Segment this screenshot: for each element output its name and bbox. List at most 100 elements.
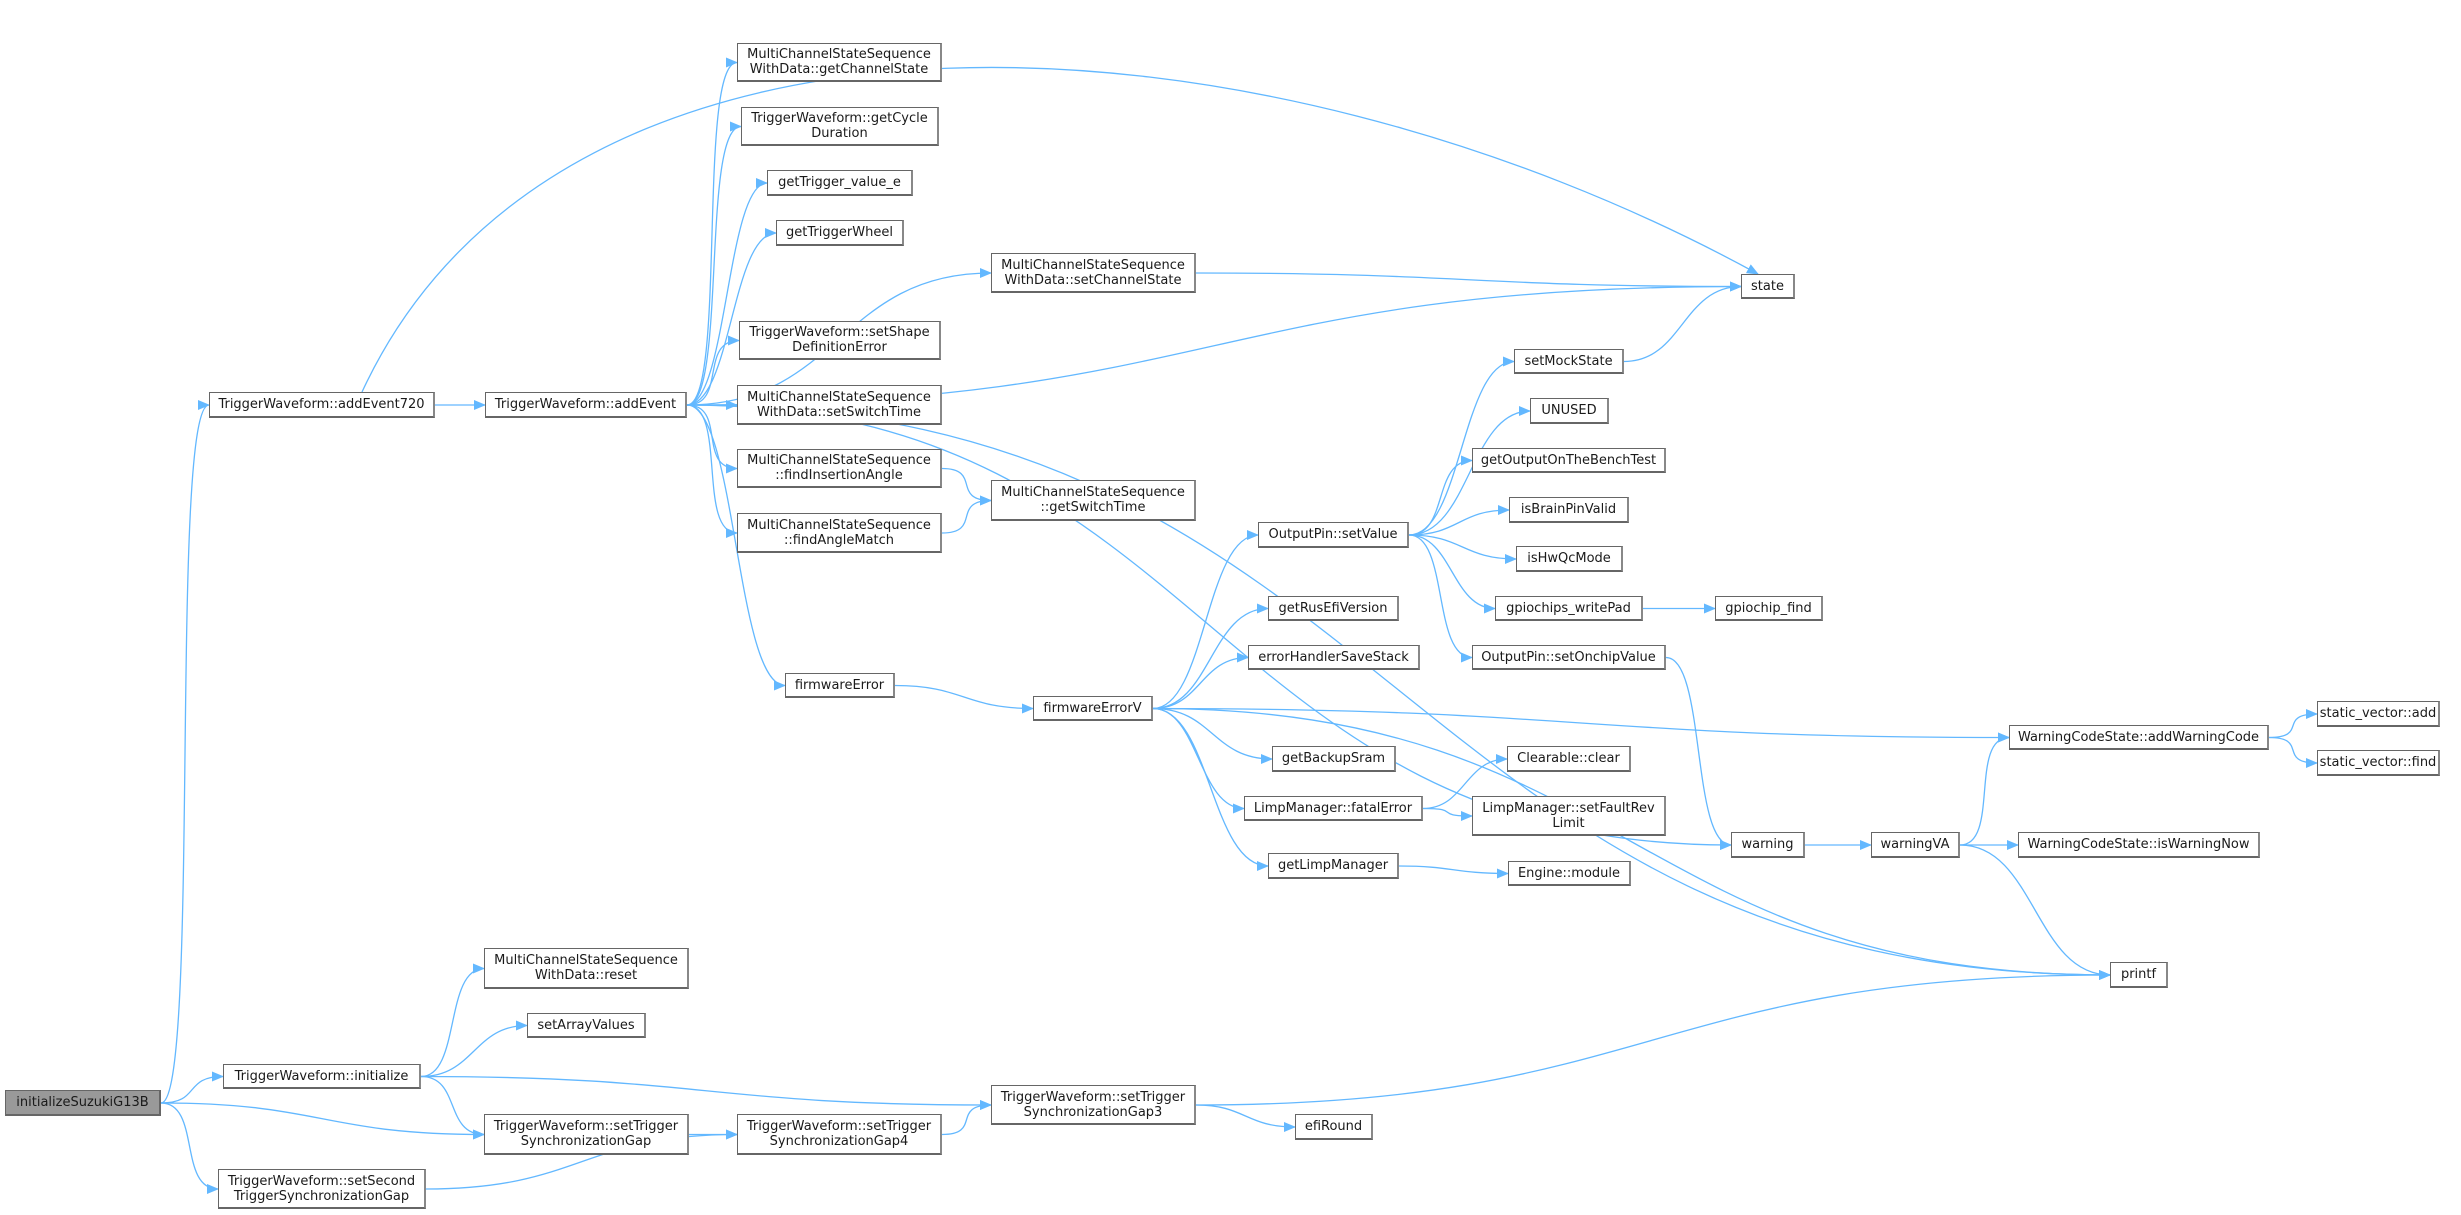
graph-node-getTrigger_value_e[interactable]: getTrigger_value_e: [767, 170, 913, 196]
graph-node-getTriggerWheel[interactable]: getTriggerWheel: [776, 220, 904, 246]
call-edge-addEvent-to-firmwareError: [686, 404, 786, 691]
graph-node-label: TriggerWaveform::addEvent720: [218, 397, 425, 412]
graph-node-label: firmwareErrorV: [1043, 700, 1142, 716]
graph-node-setOnchipValue[interactable]: OutputPin::setOnchipValue: [1472, 645, 1666, 670]
graph-node-label: TriggerWaveform::getCycle: [751, 111, 928, 126]
graph-node-isHwQcMode[interactable]: isHwQcMode: [1516, 546, 1623, 572]
graph-node-getSwitchTime[interactable]: MultiChannelStateSequence::getSwitchTime: [991, 480, 1196, 521]
call-edge-addEvent-to-printf: [686, 404, 2111, 980]
graph-node-label: TriggerWaveform::setTrigger: [1000, 1089, 1186, 1105]
graph-node-setValue[interactable]: OutputPin::setValue: [1258, 522, 1409, 548]
graph-node-label: MultiChannelStateSequence: [747, 453, 931, 468]
call-edge-setMockState-to-state: [1623, 281, 1742, 363]
graph-node-addWarningCode[interactable]: WarningCodeState::addWarningCode: [2009, 725, 2269, 750]
graph-node-errorHandlerSaveStack[interactable]: errorHandlerSaveStack: [1248, 645, 1420, 670]
graph-node-printf[interactable]: printf: [2110, 962, 2168, 988]
call-edge-fatalError-to-clear: [1422, 754, 1508, 810]
graph-node-label: isHwQcMode: [1527, 551, 1611, 566]
call-edge-gap3-to-printf: [1195, 970, 2111, 1106]
graph-node-label: printf: [2120, 967, 2157, 982]
graph-node-gpiochip_find[interactable]: gpiochip_find: [1715, 596, 1823, 621]
graph-node-gpiochips_writePad[interactable]: gpiochips_writePad: [1495, 596, 1643, 621]
graph-node-label: getBackupSram: [1281, 751, 1386, 766]
graph-node-fatalError[interactable]: LimpManager::fatalError: [1244, 796, 1423, 821]
graph-node-warning[interactable]: warning: [1731, 832, 1805, 858]
call-edge-firmwareError-to-firmwareErrorV: [894, 684, 1034, 714]
graph-node-firmwareErrorV[interactable]: firmwareErrorV: [1033, 696, 1153, 721]
graph-node-label: Engine::module: [1517, 865, 1621, 881]
graph-node-isBrainPinValid[interactable]: isBrainPinValid: [1509, 497, 1629, 523]
graph-node-label: getOutputOnTheBenchTest: [1480, 452, 1657, 468]
graph-node-label: WithData::setSwitchTime: [757, 404, 921, 420]
graph-node-label: MultiChannelStateSequence: [747, 389, 931, 405]
graph-node-getOutputOnTheBenchTest[interactable]: getOutputOnTheBenchTest: [1472, 448, 1666, 473]
graph-node-clear[interactable]: Clearable::clear: [1507, 746, 1631, 772]
call-edge-addEvent-to-getChannelState: [686, 57, 738, 406]
call-edge-warningVA-to-printf: [1959, 844, 2111, 980]
call-edge-initializeSuzukiG13B-to-addEvent720: [160, 400, 210, 1104]
graph-node-label: WithData::reset: [534, 968, 638, 983]
graph-node-label: initializeSuzukiG13B: [16, 1095, 149, 1110]
graph-node-setMockState[interactable]: setMockState: [1514, 349, 1624, 374]
graph-node-efiRound[interactable]: efiRound: [1295, 1114, 1373, 1140]
graph-node-label: MultiChannelStateSequence: [1001, 257, 1185, 273]
graph-node-module[interactable]: Engine::module: [1508, 861, 1631, 886]
graph-node-findInsertionAngle[interactable]: MultiChannelStateSequence::findInsertion…: [737, 449, 942, 488]
graph-node-getRusEfiVersion[interactable]: getRusEfiVersion: [1268, 596, 1399, 621]
graph-node-findAngleMatch[interactable]: MultiChannelStateSequence::findAngleMatc…: [737, 513, 942, 553]
call-edge-getLimpManager-to-module: [1398, 865, 1509, 879]
graph-node-initializeSuzukiG13B: initializeSuzukiG13B: [5, 1090, 161, 1116]
graph-node-label: WithData::getChannelState: [749, 62, 929, 77]
graph-node-label: TriggerWaveform::setTrigger: [746, 1119, 932, 1134]
call-edge-initializeSuzukiG13B-to-setTriggerSynchronizationGap: [160, 1102, 485, 1140]
graph-node-label: LimpManager::setFaultRev: [1482, 800, 1655, 816]
call-edge-firmwareErrorV-to-setValue: [1152, 530, 1259, 710]
graph-node-addEvent[interactable]: TriggerWaveform::addEvent: [485, 392, 687, 418]
graph-node-label: OutputPin::setValue: [1268, 527, 1398, 542]
call-edge-setValue-to-gpiochips_writePad: [1408, 534, 1496, 614]
graph-node-getLimpManager[interactable]: getLimpManager: [1268, 853, 1399, 879]
call-edge-findInsertionAngle-to-getSwitchTime: [941, 467, 992, 506]
graph-node-label: getTrigger_value_e: [778, 175, 901, 190]
call-edge-findAngleMatch-to-getSwitchTime: [941, 495, 992, 534]
graph-node-label: setMockState: [1524, 353, 1613, 369]
call-edge-initialize-to-reset: [420, 963, 485, 1078]
graph-node-initialize[interactable]: TriggerWaveform::initialize: [223, 1064, 421, 1089]
graph-node-label: TriggerWaveform::setSecond: [227, 1173, 416, 1189]
graph-node-label: OutputPin::setOnchipValue: [1481, 649, 1656, 665]
graph-node-sv_add[interactable]: static_vector::add: [2317, 701, 2440, 727]
graph-node-label: Clearable::clear: [1517, 751, 1620, 766]
call-edge-addEvent-to-findAngleMatch: [686, 404, 738, 538]
graph-node-getBackupSram[interactable]: getBackupSram: [1272, 746, 1396, 772]
graph-node-label: errorHandlerSaveStack: [1258, 649, 1409, 665]
graph-node-label: getLimpManager: [1277, 858, 1389, 873]
graph-node-label: TriggerWaveform::setTrigger: [493, 1119, 679, 1134]
graph-node-warningVA[interactable]: warningVA: [1871, 832, 1960, 858]
graph-node-sv_find[interactable]: static_vector::find: [2317, 750, 2440, 776]
graph-node-isWarningNow[interactable]: WarningCodeState::isWarningNow: [2018, 832, 2260, 858]
call-edge-firmwareErrorV-to-printf: [1152, 707, 2111, 980]
graph-node-label: DefinitionError: [792, 340, 887, 355]
graph-node-UNUSED[interactable]: UNUSED: [1530, 398, 1609, 424]
call-edge-setChannelState-to-state: [1195, 272, 1742, 292]
graph-node-state[interactable]: state: [1741, 274, 1795, 299]
call-edge-setValue-to-isBrainPinValid: [1408, 505, 1510, 536]
graph-node-setArrayValues[interactable]: setArrayValues: [527, 1013, 646, 1038]
graph-node-addEvent720[interactable]: TriggerWaveform::addEvent720: [209, 392, 435, 418]
graph-node-firmwareError[interactable]: firmwareError: [785, 673, 895, 698]
call-edge-firmwareErrorV-to-getLimpManager: [1152, 707, 1269, 871]
graph-node-label: MultiChannelStateSequence: [747, 47, 931, 62]
